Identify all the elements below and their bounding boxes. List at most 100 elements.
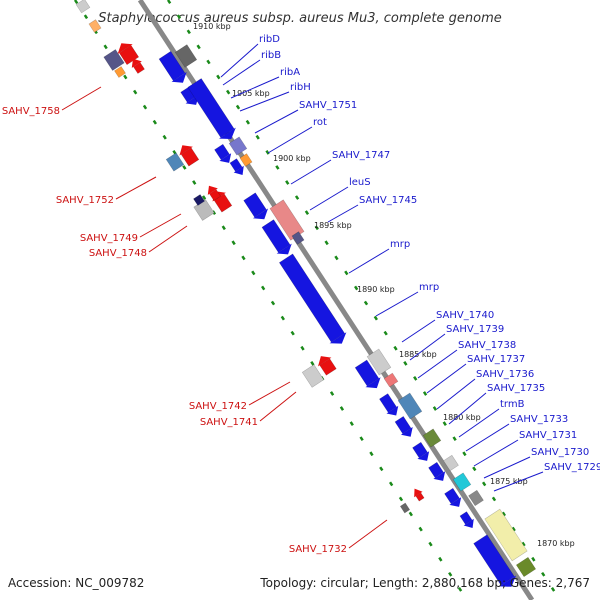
gene-fwd-3-arrow — [179, 145, 193, 156]
gene-fwd-7 — [414, 488, 425, 502]
gene-rev-16-arrow — [499, 575, 517, 587]
gene-rev-7 — [261, 219, 292, 255]
gene-fwd-navy-2 — [193, 194, 205, 206]
reverse-gene-label: ribD — [259, 34, 280, 45]
gene-fwd-3 — [179, 145, 200, 167]
gene-rev-10-arrow — [386, 405, 399, 416]
gene-rev-14-arrow — [449, 497, 462, 507]
gene-olive-1 — [422, 428, 442, 448]
reverse-gene-label: mrp — [419, 282, 439, 293]
gene-yellow-1 — [484, 508, 528, 562]
forward-label-leader — [259, 391, 297, 422]
gene-rev-3-body — [187, 78, 235, 138]
gene-grey-1-body — [174, 44, 198, 68]
reverse-label-leader — [458, 408, 500, 438]
gene-fwd-grey-3 — [301, 364, 325, 388]
gene-orange-1-body — [239, 153, 253, 167]
reverse-gene-label: SAHV_1738 — [458, 340, 516, 351]
forward-gene-label: SAHV_1741 — [200, 417, 258, 428]
gene-cyan-1 — [452, 472, 472, 492]
forward-label-leader — [139, 213, 182, 238]
forward-gene-label: SAHV_1752 — [56, 195, 114, 206]
reverse-gene-label: SAHV_1747 — [332, 150, 390, 161]
reverse-label-leader — [327, 204, 359, 223]
scale-line-outer — [73, 0, 469, 600]
gene-fwd-navy-2-body — [193, 194, 205, 206]
gene-rev-4-body — [214, 143, 230, 161]
gene-olive-1-body — [422, 428, 442, 448]
map-title: Staphylococcus aureus subsp. aureus Mu3,… — [98, 11, 502, 26]
gene-yellow-1-body — [484, 508, 528, 562]
reverse-gene-label: SAHV_1740 — [436, 310, 494, 321]
reverse-gene-label: ribA — [280, 67, 300, 78]
reverse-label-leader — [309, 186, 349, 211]
gene-grey-2-body — [366, 348, 392, 376]
reverse-gene-label: SAHV_1751 — [299, 100, 357, 111]
gene-rev-3-arrow — [219, 127, 236, 139]
forward-label-leader — [61, 86, 102, 111]
gene-fwd-steel-1-body — [165, 152, 185, 172]
gene-fwd-grey-4 — [399, 502, 411, 514]
reverse-gene-label: ribB — [261, 50, 281, 61]
reverse-label-leader — [348, 248, 390, 274]
gene-rev-5 — [229, 158, 244, 176]
scale-line-inner — [166, 0, 562, 600]
reverse-label-leader — [417, 349, 458, 379]
gene-fwd-orange-1 — [88, 19, 102, 33]
gene-fwd-orange-2-body — [114, 66, 126, 78]
reverse-label-leader — [375, 291, 419, 317]
reverse-gene-label: SAHV_1730 — [531, 447, 589, 458]
reverse-label-leader — [239, 91, 290, 112]
forward-gene-label: SAHV_1749 — [80, 233, 138, 244]
gene-rev-3 — [187, 78, 236, 139]
gene-rev-4 — [214, 143, 232, 163]
reverse-gene-label: rot — [313, 117, 327, 128]
forward-label-leader — [348, 519, 388, 549]
gene-rev-15-arrow — [463, 518, 474, 529]
gene-pink-2 — [383, 372, 399, 388]
gene-rev-10-body — [379, 393, 397, 413]
reverse-gene-label: SAHV_1731 — [519, 430, 577, 441]
gene-rev-8-body — [278, 253, 346, 343]
gene-orange-1 — [239, 153, 253, 167]
reverse-label-leader — [401, 319, 436, 343]
scale-tick-label: 1910 kbp — [193, 22, 231, 31]
gene-grey-2 — [366, 348, 392, 376]
reverse-gene-label: mrp — [390, 239, 410, 250]
gene-rev-10 — [379, 393, 399, 416]
gene-grey-3 — [443, 454, 459, 472]
gene-rev-6 — [243, 192, 269, 220]
gene-rev-1-arrow — [171, 71, 187, 83]
gene-fwd-navy-1-body — [103, 49, 125, 71]
reverse-gene-label: trmB — [500, 399, 525, 410]
reverse-label-leader — [290, 159, 332, 185]
gene-rev-7-body — [261, 219, 291, 253]
gene-fwd-6 — [318, 356, 337, 376]
gene-pink-2-body — [383, 372, 399, 388]
forward-gene-label: SAHV_1742 — [189, 401, 247, 412]
gene-fwd-6-arrow — [318, 356, 332, 367]
gene-rev-14 — [444, 487, 462, 507]
gene-fwd-grey-1-body — [75, 0, 91, 14]
gene-fwd-steel-1 — [165, 152, 185, 172]
gene-cyan-1-body — [452, 472, 472, 492]
gene-grey-4 — [468, 489, 484, 507]
reverse-gene-label: SAHV_1729 — [544, 462, 600, 473]
gene-rev-9 — [354, 359, 381, 389]
gene-rev-1 — [158, 50, 187, 83]
reverse-label-leader — [222, 59, 261, 86]
gene-fwd-1-arrow — [117, 43, 133, 55]
reverse-label-leader — [493, 471, 544, 492]
reverse-gene-label: SAHV_1737 — [467, 354, 525, 365]
scale-tick-label: 1880 kbp — [443, 413, 481, 422]
reverse-label-leader — [465, 423, 510, 452]
gene-grey-3-body — [443, 454, 459, 472]
gene-rev-11-arrow — [400, 427, 413, 437]
gene-rev-13-arrow — [433, 471, 446, 481]
reverse-label-leader — [426, 363, 467, 394]
gene-rev-16-body — [473, 534, 515, 586]
gene-fwd-grey-4-body — [399, 502, 411, 514]
reverse-gene-label: ribH — [290, 82, 311, 93]
reverse-gene-label: leuS — [349, 177, 371, 188]
